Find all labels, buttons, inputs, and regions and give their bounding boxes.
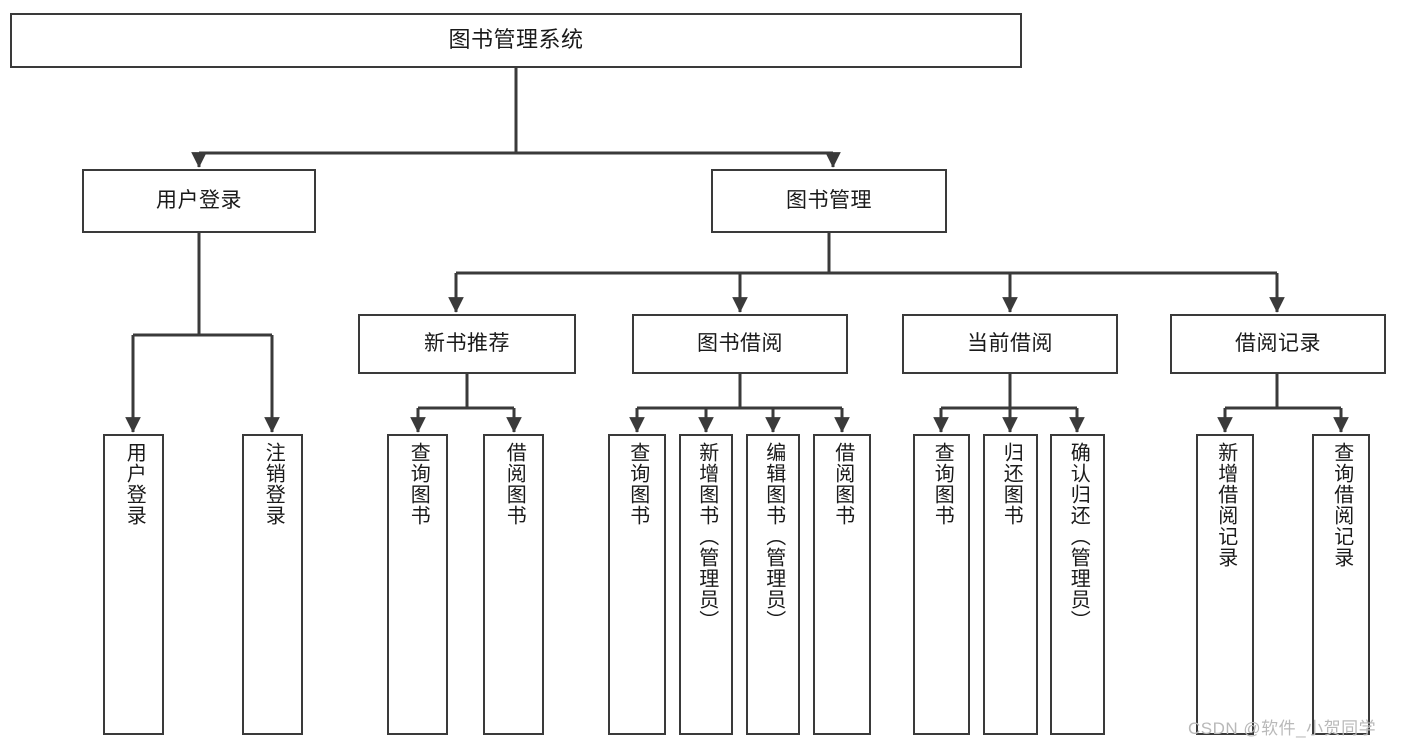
- node-user-login-label: 用户登录: [156, 189, 242, 213]
- node-leaf-user-login-label: 用户登录: [123, 442, 146, 526]
- node-book-manage-label: 图书管理: [786, 189, 872, 213]
- node-leaf-query-book-3-label: 查询图书: [931, 442, 954, 526]
- node-leaf-confirm-return[interactable]: 确认归还（管理员）: [1050, 434, 1105, 735]
- node-leaf-query-book-1[interactable]: 查询图书: [387, 434, 448, 735]
- node-new-book-recommend[interactable]: 新书推荐: [358, 314, 576, 374]
- node-leaf-edit-book[interactable]: 编辑图书（管理员）: [746, 434, 800, 735]
- node-leaf-user-login[interactable]: 用户登录: [103, 434, 164, 735]
- node-leaf-return-book-label: 归还图书: [1000, 442, 1023, 526]
- node-current-borrow-label: 当前借阅: [967, 332, 1053, 356]
- node-leaf-edit-book-label: 编辑图书（管理员）: [762, 442, 785, 631]
- node-book-manage[interactable]: 图书管理: [711, 169, 947, 233]
- node-leaf-query-book-2-label: 查询图书: [626, 442, 649, 526]
- node-leaf-confirm-return-label: 确认归还（管理员）: [1067, 442, 1090, 631]
- node-leaf-add-book-label: 新增图书（管理员）: [695, 442, 718, 631]
- node-leaf-user-logout-label: 注销登录: [262, 442, 285, 526]
- node-user-login[interactable]: 用户登录: [82, 169, 316, 233]
- watermark: CSDN @软件_小贺同学: [1188, 719, 1377, 738]
- node-leaf-borrow-book-2-label: 借阅图书: [831, 442, 854, 526]
- node-leaf-query-record-label: 查询借阅记录: [1330, 442, 1353, 568]
- node-book-borrow-label: 图书借阅: [697, 332, 783, 356]
- node-leaf-add-record[interactable]: 新增借阅记录: [1196, 434, 1254, 735]
- node-current-borrow[interactable]: 当前借阅: [902, 314, 1118, 374]
- node-root-label: 图书管理系统: [448, 27, 584, 53]
- node-leaf-return-book[interactable]: 归还图书: [983, 434, 1038, 735]
- node-leaf-borrow-book-1[interactable]: 借阅图书: [483, 434, 544, 735]
- node-root[interactable]: 图书管理系统: [10, 13, 1022, 68]
- node-leaf-add-record-label: 新增借阅记录: [1214, 442, 1237, 568]
- node-new-book-recommend-label: 新书推荐: [424, 332, 510, 356]
- node-borrow-record[interactable]: 借阅记录: [1170, 314, 1386, 374]
- node-leaf-query-record[interactable]: 查询借阅记录: [1312, 434, 1370, 735]
- node-leaf-borrow-book-2[interactable]: 借阅图书: [813, 434, 871, 735]
- node-leaf-add-book[interactable]: 新增图书（管理员）: [679, 434, 733, 735]
- node-borrow-record-label: 借阅记录: [1235, 332, 1321, 356]
- node-leaf-user-logout[interactable]: 注销登录: [242, 434, 303, 735]
- node-leaf-query-book-3[interactable]: 查询图书: [913, 434, 970, 735]
- node-leaf-query-book-1-label: 查询图书: [407, 442, 430, 526]
- node-leaf-borrow-book-1-label: 借阅图书: [503, 442, 526, 526]
- node-leaf-query-book-2[interactable]: 查询图书: [608, 434, 666, 735]
- node-book-borrow[interactable]: 图书借阅: [632, 314, 848, 374]
